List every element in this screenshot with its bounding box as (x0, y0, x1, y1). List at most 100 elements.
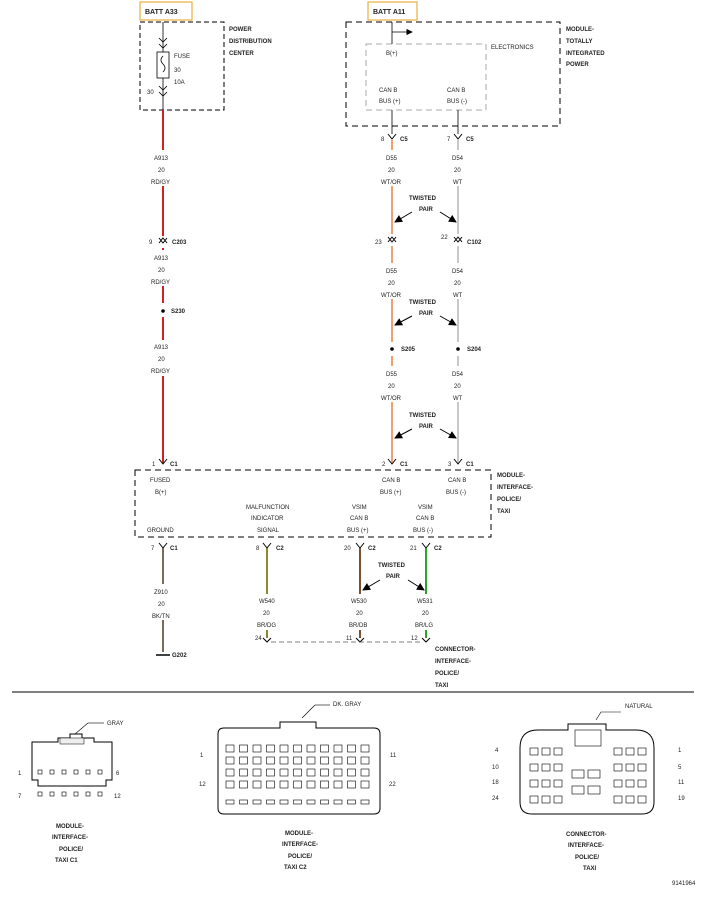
svg-text:7: 7 (447, 137, 451, 143)
svg-text:BR/LG: BR/LG (415, 623, 433, 629)
connector-cavity (347, 780, 356, 789)
svg-text:RD/GY: RD/GY (151, 280, 170, 286)
svg-text:20: 20 (158, 168, 165, 174)
fuse-label: FUSE (174, 54, 190, 60)
svg-text:NATURAL: NATURAL (625, 704, 653, 710)
svg-text:BR/DB: BR/DB (349, 623, 367, 629)
svg-text:TWISTED: TWISTED (409, 413, 437, 419)
svg-text:CAN B: CAN B (379, 88, 397, 94)
svg-text:7: 7 (18, 794, 22, 800)
connector-cavity (553, 795, 563, 804)
svg-text:11: 11 (346, 636, 353, 642)
svg-text:20: 20 (263, 611, 270, 617)
connector-cavity (279, 744, 289, 753)
svg-text:1: 1 (152, 462, 156, 468)
svg-text:POLICE/: POLICE/ (59, 847, 83, 853)
twisted-pair-3: TWISTED PAIR (394, 413, 457, 439)
svg-text:11: 11 (678, 780, 685, 786)
connector-cavity (360, 756, 370, 765)
splice-s205: S205 (390, 347, 416, 353)
connector-cavity (239, 756, 248, 765)
connector-cavity (266, 744, 275, 753)
connector-cavity (587, 769, 601, 779)
svg-text:BUS (-): BUS (-) (446, 490, 466, 496)
connector-cavity (293, 780, 302, 789)
svg-text:RD/GY: RD/GY (151, 369, 170, 375)
svg-text:PAIR: PAIR (419, 424, 434, 430)
connector-cavity (333, 744, 343, 753)
svg-text:CAN B: CAN B (382, 478, 400, 484)
connector-cavity (541, 747, 551, 756)
svg-text:MALFUNCTION: MALFUNCTION (246, 505, 289, 511)
svg-text:C1: C1 (170, 546, 178, 552)
svg-text:MODULE-: MODULE- (56, 824, 84, 830)
svg-text:19: 19 (678, 796, 685, 802)
svg-text:6: 6 (116, 771, 120, 777)
connector-cavity (266, 756, 275, 765)
twisted-pair-1: TWISTED PAIR (394, 196, 457, 223)
svg-text:20: 20 (388, 384, 395, 390)
connector-cavity (306, 756, 316, 765)
svg-text:TOTALLY: TOTALLY (566, 39, 593, 45)
connector-cavity (252, 780, 262, 789)
twisted-pair-4: TWISTED PAIR (362, 563, 425, 591)
connector-cavity (637, 779, 647, 788)
svg-text:D55: D55 (386, 372, 398, 378)
svg-text:D54: D54 (452, 372, 464, 378)
connector-cavity (279, 756, 289, 765)
svg-text:C2: C2 (434, 546, 442, 552)
svg-text:11: 11 (390, 753, 397, 759)
connector-cavity (73, 769, 79, 775)
connector-view-c1: 1 7 6 12 GRAY MODULE- INTERFACE- POLICE/… (18, 721, 124, 864)
svg-text:TAXI: TAXI (497, 509, 511, 515)
connector-cavity (637, 763, 647, 772)
module-interface-police-taxi: 1 C1 2 C1 3 C1 FUSED B(+) CAN B BUS (+) … (134, 458, 533, 538)
d55-d54-labels: D55 20 WT/OR D54 20 WT D55 20 WT/OR D54 … (381, 156, 464, 402)
svg-text:INDICATOR: INDICATOR (251, 516, 284, 522)
connector-cavity (347, 744, 356, 753)
svg-text:S230: S230 (171, 309, 186, 315)
svg-text:BK/TN: BK/TN (152, 614, 170, 620)
connector-cavity (625, 747, 635, 756)
connector-cavity (279, 768, 289, 777)
svg-text:MODULE-: MODULE- (566, 27, 594, 33)
connector-cavity (61, 791, 67, 797)
wire-z910: Z910 20 BK/TN (148, 548, 178, 652)
splice-s204: S204 (456, 347, 482, 353)
svg-text:CAN B: CAN B (448, 478, 466, 484)
svg-text:20: 20 (388, 281, 395, 287)
svg-text:WT: WT (453, 396, 463, 402)
connector-cavity (333, 756, 343, 765)
connector-cavity (306, 744, 316, 753)
connector-cavity (613, 795, 623, 804)
svg-text:POLICE/: POLICE/ (497, 497, 521, 503)
svg-text:1: 1 (678, 748, 682, 754)
connector-cavity (320, 780, 329, 789)
svg-text:WT/OR: WT/OR (381, 180, 402, 186)
svg-text:22: 22 (441, 235, 448, 241)
svg-text:C1: C1 (170, 462, 178, 468)
connector-cavity (97, 769, 103, 775)
svg-text:W530: W530 (351, 599, 367, 605)
connector-cavity (279, 799, 289, 805)
connector-cavity (553, 779, 563, 788)
connector-cavity (613, 763, 623, 772)
connector-cavity (266, 768, 275, 777)
connector-cavity (239, 799, 248, 805)
connector-cavity (529, 763, 539, 772)
svg-text:D54: D54 (452, 269, 464, 275)
svg-text:MODULE-: MODULE- (497, 473, 525, 479)
twisted-pair-2: TWISTED PAIR (394, 300, 457, 326)
connector-interface-police-taxi: 24 11 12 CONNECTOR- INTERFACE- POLICE/ T… (255, 636, 476, 689)
svg-text:BATT A33: BATT A33 (145, 9, 178, 16)
connector-cavity (571, 769, 585, 779)
connector-view-c2: 1 12 11 22 DK. GRAY MODULE- INTERFACE- P… (199, 702, 397, 871)
connector-cavity (225, 756, 235, 765)
pdc-name-1: POWER (229, 27, 252, 33)
connector-cavity (625, 779, 635, 788)
svg-text:WT: WT (453, 293, 463, 299)
pdc-name-2: DISTRIBUTION (229, 39, 272, 45)
svg-text:C102: C102 (467, 240, 482, 246)
svg-text:D55: D55 (386, 269, 398, 275)
fuse-number: 30 (174, 68, 181, 74)
